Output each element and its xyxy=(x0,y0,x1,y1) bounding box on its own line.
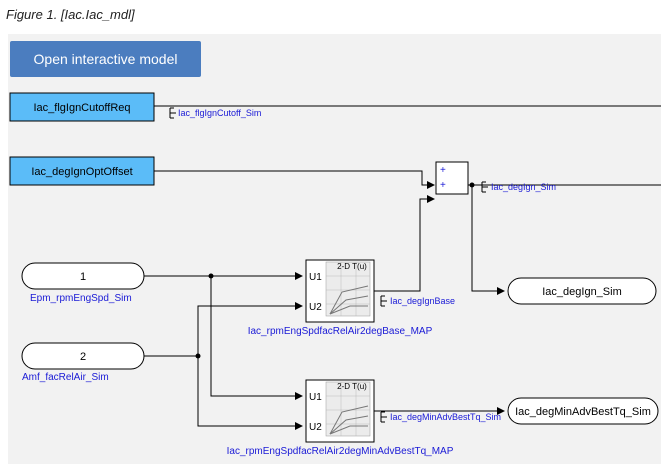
svg-text:+: + xyxy=(440,165,446,176)
svg-text:Iac_flgIgnCutoffReq: Iac_flgIgnCutoffReq xyxy=(33,102,130,114)
signal-lines xyxy=(144,105,661,430)
svg-text:Iac_degIgnOptOffset: Iac_degIgnOptOffset xyxy=(31,166,132,178)
svg-text:Iac_degIgnBase: Iac_degIgnBase xyxy=(390,296,455,306)
from-block-ign-cutoff-req[interactable]: Iac_flgIgnCutoffReq xyxy=(9,92,155,122)
svg-text:2-D T(u): 2-D T(u) xyxy=(337,262,367,271)
svg-text:Iac_degMinAdvBestTq_Sim: Iac_degMinAdvBestTq_Sim xyxy=(390,412,501,422)
signal-tag-degign-base: Iac_degIgnBase xyxy=(380,295,455,307)
outport-min-adv-best-tq-sim[interactable]: Iac_degMinAdvBestTq_Sim xyxy=(507,397,659,425)
open-interactive-model-button[interactable]: Open interactive model xyxy=(10,41,201,77)
inport-2[interactable]: 2 xyxy=(21,342,145,370)
figure-caption: Figure 1. [Iac.Iac_mdl] xyxy=(6,7,135,22)
svg-text:Iac_degMinAdvBestTq_Sim: Iac_degMinAdvBestTq_Sim xyxy=(515,406,651,418)
svg-text:Iac_degIgn_Sim: Iac_degIgn_Sim xyxy=(542,286,622,298)
lookup-table-base-map-label: Iac_rpmEngSpdfacRelAir2degBase_MAP xyxy=(248,326,433,337)
svg-text:U1: U1 xyxy=(309,272,322,283)
inport-1-label: Epm_rpmEngSpd_Sim xyxy=(30,293,132,304)
lookup-table-base-map[interactable]: 2-D T(u) U1 U2 xyxy=(305,259,375,323)
block-diagram: Iac_flgIgnCutoffReq Iac_degIgnOptOffset … xyxy=(9,92,661,457)
branch-point xyxy=(469,182,475,188)
svg-text:1: 1 xyxy=(80,271,86,283)
svg-text:2: 2 xyxy=(80,351,86,363)
svg-text:U2: U2 xyxy=(309,302,322,313)
svg-text:2-D T(u): 2-D T(u) xyxy=(337,382,367,391)
sum-block[interactable]: + + xyxy=(435,161,469,195)
branch-point xyxy=(208,273,214,279)
from-block-ign-opt-offset[interactable]: Iac_degIgnOptOffset xyxy=(9,156,155,186)
inport-2-label: Amf_facRelAir_Sim xyxy=(22,372,109,383)
inport-1[interactable]: 1 xyxy=(21,262,145,290)
lookup-table-min-adv-map-label: Iac_rpmEngSpdfacRelAir2degMinAdvBestTq_M… xyxy=(227,446,454,457)
signal-tag-degign-sim: Iac_degIgn_Sim xyxy=(481,181,556,193)
model-canvas: Open interactive model xyxy=(8,34,661,464)
signal-tag-minadv-sim: Iac_degMinAdvBestTq_Sim xyxy=(380,411,501,423)
svg-text:U1: U1 xyxy=(309,392,322,403)
svg-text:+: + xyxy=(440,180,446,191)
branch-point xyxy=(195,353,201,359)
svg-text:Iac_degIgn_Sim: Iac_degIgn_Sim xyxy=(491,182,556,192)
outport-degign-sim[interactable]: Iac_degIgn_Sim xyxy=(507,277,657,305)
svg-text:Iac_flgIgnCutoff_Sim: Iac_flgIgnCutoff_Sim xyxy=(178,108,261,118)
signal-tag-cutoff-sim: Iac_flgIgnCutoff_Sim xyxy=(169,107,261,119)
lookup-table-min-adv-map[interactable]: 2-D T(u) U1 U2 xyxy=(305,379,375,443)
svg-text:U2: U2 xyxy=(309,422,322,433)
